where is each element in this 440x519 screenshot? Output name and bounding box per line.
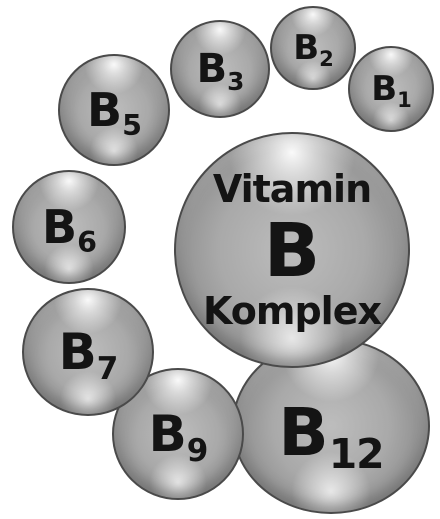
sphere-b7: B7 <box>22 288 154 416</box>
main-label: Vitamin B Komplex <box>203 167 382 333</box>
b12-number: 12 <box>328 430 385 479</box>
sphere-b1: B1 <box>348 46 434 132</box>
sphere-b3: B3 <box>170 20 270 118</box>
sphere-b5: B5 <box>58 54 170 166</box>
sphere-b6: B6 <box>12 170 126 284</box>
b7-number: 7 <box>96 350 119 387</box>
b1-letter: B <box>371 69 397 109</box>
label-b1: B1 <box>371 69 412 110</box>
b6-number: 6 <box>77 226 97 260</box>
main-label-komplex: Komplex <box>203 289 382 333</box>
b2-letter: B <box>293 28 319 68</box>
sphere-main: Vitamin B Komplex <box>174 132 410 368</box>
label-b7: B7 <box>59 327 119 384</box>
b9-letter: B <box>148 405 187 463</box>
b9-number: 9 <box>186 432 209 469</box>
label-b12: B12 <box>278 400 384 475</box>
main-label-b: B <box>263 208 321 294</box>
b3-letter: B <box>196 46 227 92</box>
b1-number: 1 <box>397 86 412 112</box>
b12-letter: B <box>278 394 328 471</box>
b5-number: 5 <box>122 109 142 143</box>
sphere-b2: B2 <box>270 6 356 90</box>
label-b3: B3 <box>196 46 245 94</box>
label-b5: B5 <box>87 87 142 140</box>
b6-letter: B <box>42 200 77 254</box>
label-b2: B2 <box>293 28 334 69</box>
b3-number: 3 <box>227 66 244 96</box>
main-label-vitamin: Vitamin <box>212 167 372 211</box>
b2-number: 2 <box>319 45 334 71</box>
label-b9: B9 <box>149 409 209 466</box>
sphere-b12: B12 <box>232 338 430 514</box>
label-b6: B6 <box>42 204 97 257</box>
b5-letter: B <box>87 83 122 137</box>
b7-letter: B <box>58 323 97 381</box>
